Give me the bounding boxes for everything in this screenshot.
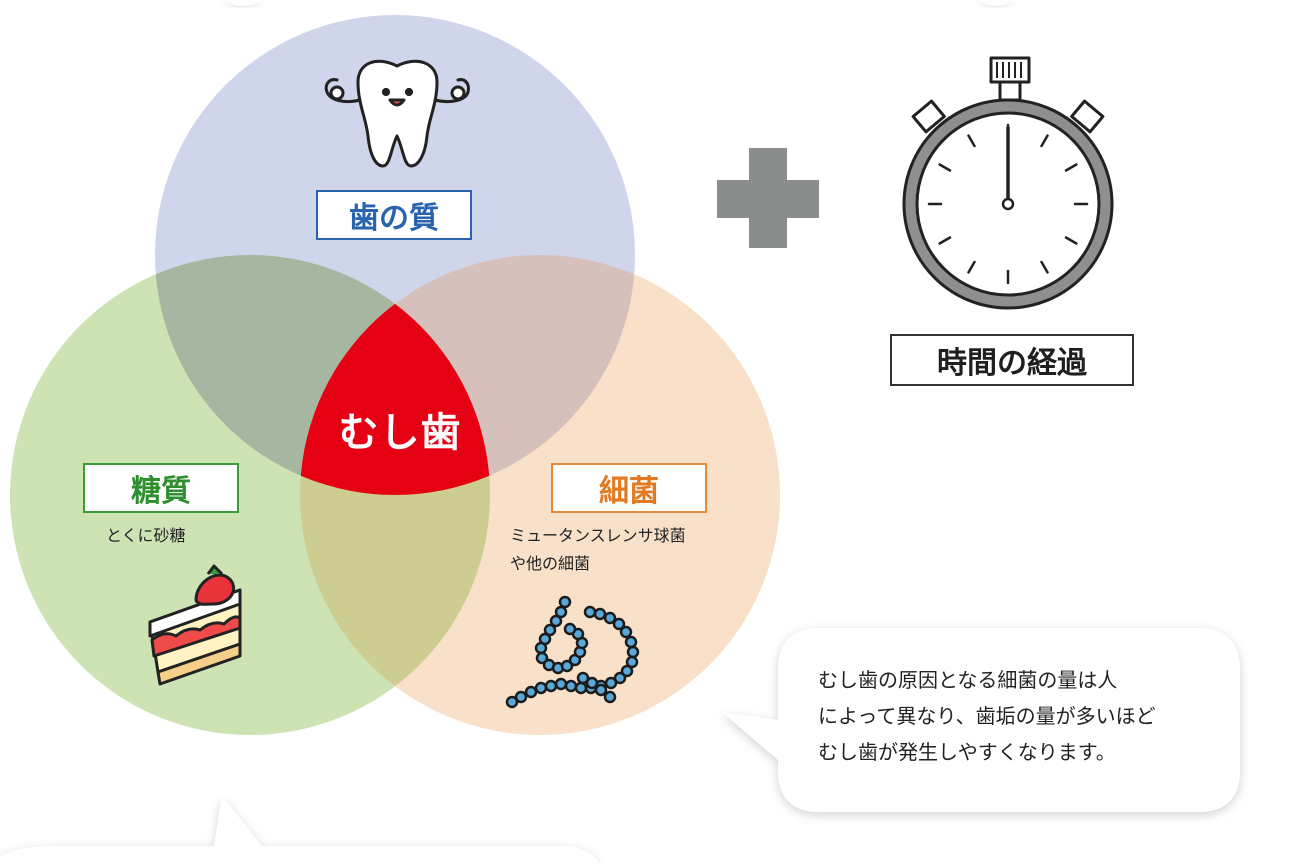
tooth-quality-label: 歯の質	[316, 190, 472, 240]
sugar-label: 糖質	[83, 463, 239, 513]
time-elapsed-label: 時間の経過	[890, 334, 1134, 386]
speech-bubble	[722, 628, 1240, 812]
bubble-text-line-3: むし歯が発生しやすくなります。	[818, 740, 1116, 764]
venn-diagram	[10, 15, 780, 735]
plus-icon	[717, 148, 819, 248]
bacteria-label: 細菌	[551, 463, 707, 513]
bottom-bubble-fragment	[0, 796, 600, 864]
bubble-text-line-2: によって異なり、歯垢の量が多いほど	[818, 704, 1156, 728]
top-bubble-fragment	[225, 0, 1012, 6]
bacteria-sublabel-line-2: や他の細菌	[510, 554, 591, 573]
tooth-character-icon	[324, 59, 470, 168]
bubble-text-line-1: むし歯の原因となる細菌の量は人	[818, 668, 1118, 692]
bacteria-sublabel-line-1: ミュータンスレンサ球菌	[510, 526, 686, 545]
caries-center-label: むし歯	[338, 410, 462, 456]
bacteria-chain-icon	[505, 595, 640, 709]
sugar-sublabel: とくに砂糖	[106, 526, 186, 545]
stopwatch-icon	[902, 56, 1114, 310]
overlap-center	[300, 255, 490, 495]
cake-icon	[148, 564, 242, 686]
